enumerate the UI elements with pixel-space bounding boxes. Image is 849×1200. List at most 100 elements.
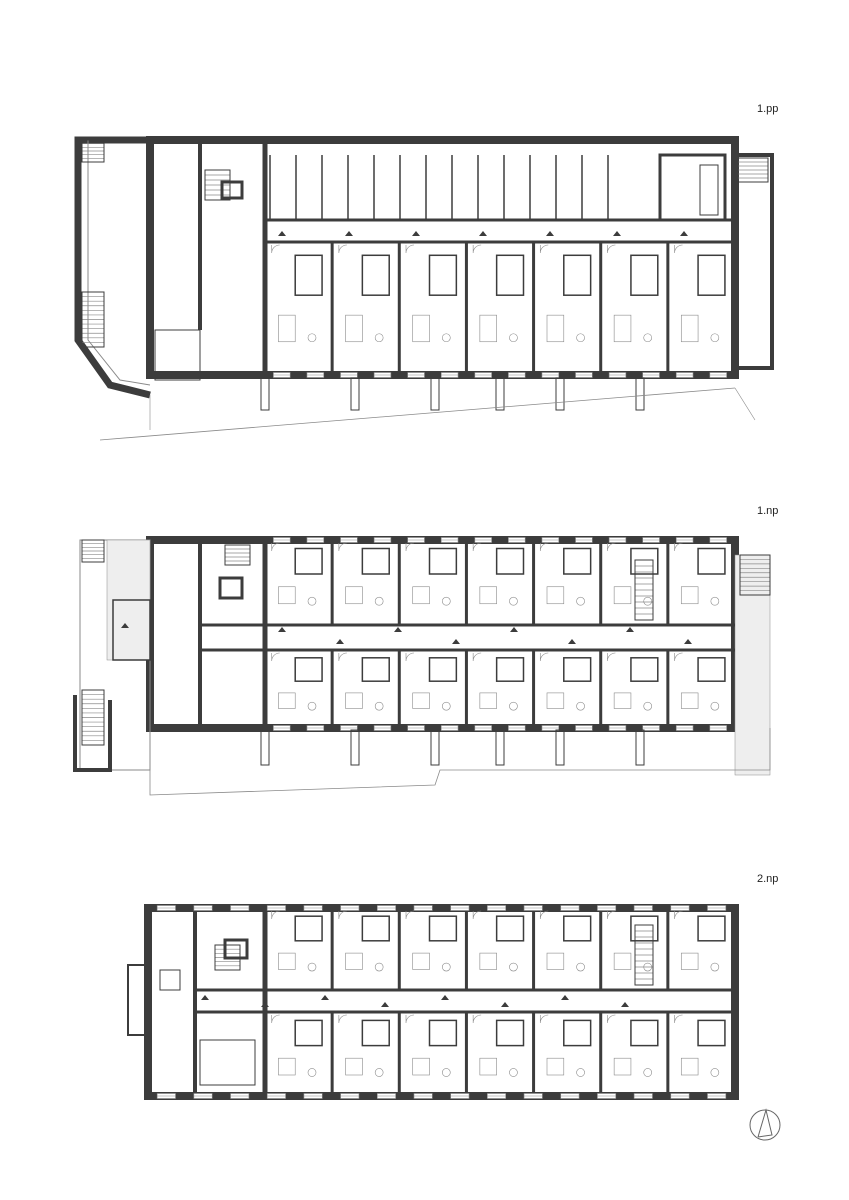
ground-unit-south-bathroom [697,657,726,682]
basement-unit-furniture [412,314,430,343]
ground-unit-south-furniture [479,692,497,709]
ground-unit-south-furniture [546,692,565,709]
upper-unit-south-bathroom [495,1019,525,1047]
basement-light-well [735,153,774,370]
upper-unit-south-table [374,1068,384,1077]
corridor-arrow-marker [684,639,692,644]
upper-unit-north-table [576,962,585,972]
ground-unit-south-bathroom [563,657,592,682]
upper-unit-south-furniture [278,1057,296,1076]
ground-terrace-outline [149,728,771,796]
basement-unit-furniture [479,314,497,343]
ground-unit-north-furniture [680,586,699,605]
stair-outline [634,924,654,986]
corridor-arrow-marker [479,231,487,236]
ground-unit-south-door [607,652,616,662]
ground-unit-north-furniture [479,586,497,605]
ground-unit-north-bathroom [563,547,592,575]
upper-unit-north-table [509,962,518,972]
upper-unit-north-table [307,962,317,972]
basement-unit-door [607,244,616,254]
upper-unit-north-door [338,910,347,920]
ground-unit-north-table [576,596,585,606]
terrace-pier [635,729,645,766]
upper-unit-north-door [472,910,482,920]
ground-unit-south-table [643,701,653,711]
corridor-arrow-marker [621,1002,629,1007]
upper-unit-north-table [374,962,384,972]
ground-unit-north-furniture [546,586,565,605]
ground-unit-south-furniture [412,692,430,709]
basement-unit-table [576,333,585,343]
upper-unit-north-bathroom [361,915,390,942]
upper-unit-south-furniture [680,1057,699,1076]
basement-unit-furniture [278,314,296,343]
basement-unit-furniture [680,314,699,343]
terrace-pier [495,377,505,411]
upper-unit-north-furniture [479,952,497,970]
ground-unit-south-door [674,652,683,662]
upper-unit-south-door [405,1014,415,1024]
upper-unit-south-furniture [613,1057,632,1076]
upper-unit-north-furniture [546,952,565,970]
ground-unit-north-bathroom [495,547,525,575]
corridor-arrow-marker [680,231,688,236]
north-arrow-icon [749,1108,781,1141]
stair-outline [737,157,769,183]
upper-unit-north-door [607,910,616,920]
corridor-arrow-marker [336,639,344,644]
basement-unit-table [441,333,451,343]
basement-unit-door [271,244,280,254]
corridor-arrow-marker [568,639,576,644]
terrace-pier [495,729,505,766]
stair-outline [739,554,771,596]
upper-unit-south-bathroom [563,1019,592,1047]
upper-unit-south-table [710,1068,720,1077]
upper-unit-south-door [271,1014,280,1024]
corridor-arrow-marker [441,995,449,1000]
tank [699,164,719,216]
ground-unit-north-door [271,542,280,552]
ground-unit-north-bathroom [294,547,323,575]
basement-unit-bathroom [361,254,390,296]
corridor-arrow-marker [452,639,460,644]
upper-unit-south-door [539,1014,549,1024]
ground-unit-north-furniture [345,586,363,605]
basement-unit-door [539,244,549,254]
upper-unit-north-table [441,962,451,972]
terrace-pier [260,729,270,766]
plan-label-first-floor: 2.np [757,873,779,885]
basement-ramp-inner [87,140,151,386]
corridor-arrow-marker [561,995,569,1000]
corridor-arrow-marker [321,995,329,1000]
ground-unit-north-furniture [613,586,632,605]
ground-unit-north-table [509,596,518,606]
ground-unit-north-table [307,596,317,606]
upper-unit-north-door [539,910,549,920]
plan-label-ground-floor: 1.np [757,505,779,517]
terrace-pier [350,377,360,411]
ground-unit-north-furniture [412,586,430,605]
basement-unit-table [710,333,720,343]
corridor-arrow-marker [381,1002,389,1007]
ground-unit-south-table [576,701,585,711]
stair-outline [204,169,231,201]
stair-outline [81,689,105,746]
ground-entrance-vestibule [112,599,151,661]
upper-unit-north-bathroom [563,915,592,942]
ground-unit-north-table [441,596,451,606]
ground-outer-wall [146,536,739,732]
basement-unit-bathroom [563,254,592,296]
upper-unit-south-furniture [479,1057,497,1076]
ground-unit-south-door [472,652,482,662]
stair-outline [634,559,654,621]
ground-unit-north-door [338,542,347,552]
technical-room [658,153,727,222]
basement-ramp-wall [74,136,151,399]
basement-unit-furniture [345,314,363,343]
upper-bay-window [127,964,149,1036]
upper-unit-south-furniture [412,1057,430,1076]
corridor-arrow-marker [201,995,209,1000]
ground-unit-north-bathroom [697,547,726,575]
upper-unit-south-bathroom [630,1019,659,1047]
